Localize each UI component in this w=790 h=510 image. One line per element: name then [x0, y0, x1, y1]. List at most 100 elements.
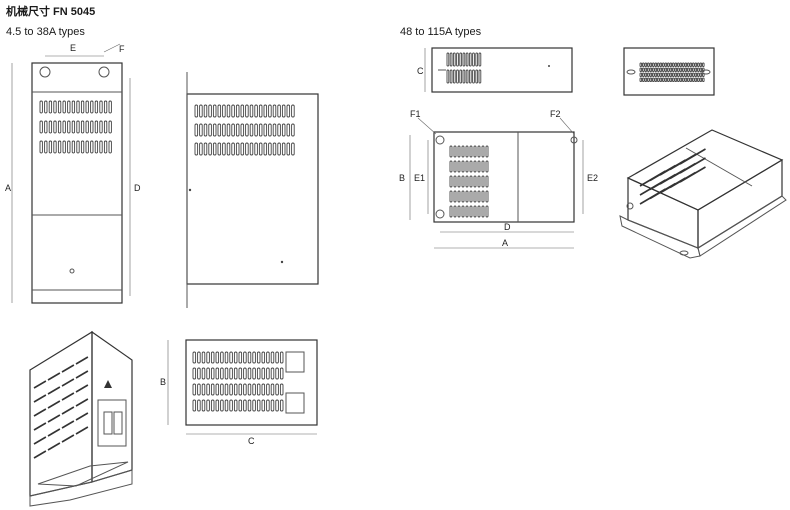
- vent-slot: [224, 351, 229, 364]
- vent-slot: [485, 160, 489, 173]
- vent-slot: [270, 383, 275, 396]
- vent-slot: [664, 62, 668, 67]
- vent-slot: [229, 367, 233, 380]
- vent-slot: [672, 72, 675, 77]
- vent-slot: [215, 351, 220, 364]
- vent-slot: [201, 399, 206, 412]
- vent-slot: [689, 62, 693, 67]
- vent-slot: [649, 67, 653, 72]
- vent-slot: [240, 104, 245, 118]
- vent-slot: [53, 140, 57, 154]
- vent-slot: [247, 351, 252, 364]
- vent-slot: [256, 383, 261, 396]
- vent-slot: [194, 142, 199, 156]
- vent-slot: [446, 69, 450, 84]
- vent-slot: [258, 142, 263, 156]
- vent-slot: [206, 367, 210, 380]
- vent-slot: [229, 383, 233, 396]
- vent-slot: [449, 205, 453, 218]
- vent-slot: [245, 142, 249, 156]
- vent-slot: [689, 72, 693, 77]
- vent-slot: [67, 120, 71, 134]
- vent-slot: [192, 399, 197, 412]
- vent-slot: [457, 145, 461, 158]
- vent-slot: [679, 67, 683, 72]
- vent-slot: [201, 351, 206, 364]
- vent-slot: [85, 140, 89, 154]
- vent-slot: [47, 428, 61, 437]
- dim-label-F1: F1: [410, 109, 421, 119]
- vent-slot: [103, 140, 108, 154]
- vent-slot: [684, 77, 688, 82]
- vent-slot: [684, 67, 688, 72]
- vent-slot: [694, 77, 698, 82]
- vent-slot: [61, 392, 75, 401]
- vent-slot: [192, 351, 197, 364]
- small-isometric-view: [29, 330, 133, 507]
- vent-slot: [212, 104, 217, 118]
- vent-slot: [457, 205, 461, 218]
- vent-slot: [281, 104, 286, 118]
- vent-slot: [669, 77, 673, 82]
- vent-slot: [468, 69, 472, 84]
- vent-slot: [275, 399, 279, 412]
- vent-slot: [247, 383, 252, 396]
- vent-slot: [642, 62, 645, 67]
- vent-slot: [677, 62, 680, 67]
- vent-slot: [238, 367, 243, 380]
- vent-slot: [644, 72, 648, 77]
- vent-slot: [268, 142, 272, 156]
- vent-slot: [47, 386, 61, 395]
- vent-slot: [682, 67, 685, 72]
- vent-slot: [478, 69, 482, 84]
- vent-slot: [689, 77, 693, 82]
- vent-slot: [662, 72, 665, 77]
- vent-slot: [461, 205, 465, 218]
- vent-slot: [286, 104, 291, 118]
- vent-slot: [201, 367, 206, 380]
- vent-slot: [697, 77, 700, 82]
- vent-slot: [461, 160, 465, 173]
- vent-slot: [243, 367, 247, 380]
- vent-slot: [261, 351, 266, 364]
- vent-slot: [57, 140, 62, 154]
- vent-slot: [687, 77, 690, 82]
- vent-slot: [217, 123, 222, 137]
- large-isometric-view: [619, 129, 787, 259]
- vent-slot: [272, 142, 277, 156]
- vent-slot: [226, 123, 231, 137]
- vent-slot: [206, 351, 210, 364]
- vent-slot: [291, 142, 295, 156]
- vent-slot: [697, 67, 700, 72]
- vent-slot: [208, 123, 212, 137]
- vent-slot: [642, 72, 645, 77]
- vent-slot: [699, 62, 703, 67]
- vent-slot: [240, 142, 245, 156]
- vent-slot: [39, 100, 43, 114]
- vent-slot: [85, 120, 89, 134]
- vent-slot: [677, 77, 680, 82]
- vent-slot: [481, 160, 485, 173]
- vent-slot: [478, 52, 482, 67]
- vent-slot: [222, 142, 226, 156]
- vent-slot: [672, 67, 675, 72]
- vent-slot: [449, 160, 453, 173]
- right-subtitle: 48 to 115A types: [400, 26, 482, 38]
- vent-slot: [33, 436, 47, 445]
- vent-slot: [277, 104, 281, 118]
- vent-slot: [647, 67, 650, 72]
- vent-slot: [217, 142, 222, 156]
- vent-slot: [258, 123, 263, 137]
- vent-slot: [699, 67, 703, 72]
- vent-slot: [702, 72, 705, 77]
- vent-slot: [469, 175, 473, 188]
- vent-slot: [238, 351, 243, 364]
- vent-slot: [90, 120, 94, 134]
- vent-slot: [254, 142, 258, 156]
- vent-slot: [231, 104, 235, 118]
- vent-slot: [279, 399, 284, 412]
- vent-slot: [475, 69, 479, 84]
- vent-slot: [277, 142, 281, 156]
- vent-slot: [679, 72, 683, 77]
- vent-slot: [224, 383, 229, 396]
